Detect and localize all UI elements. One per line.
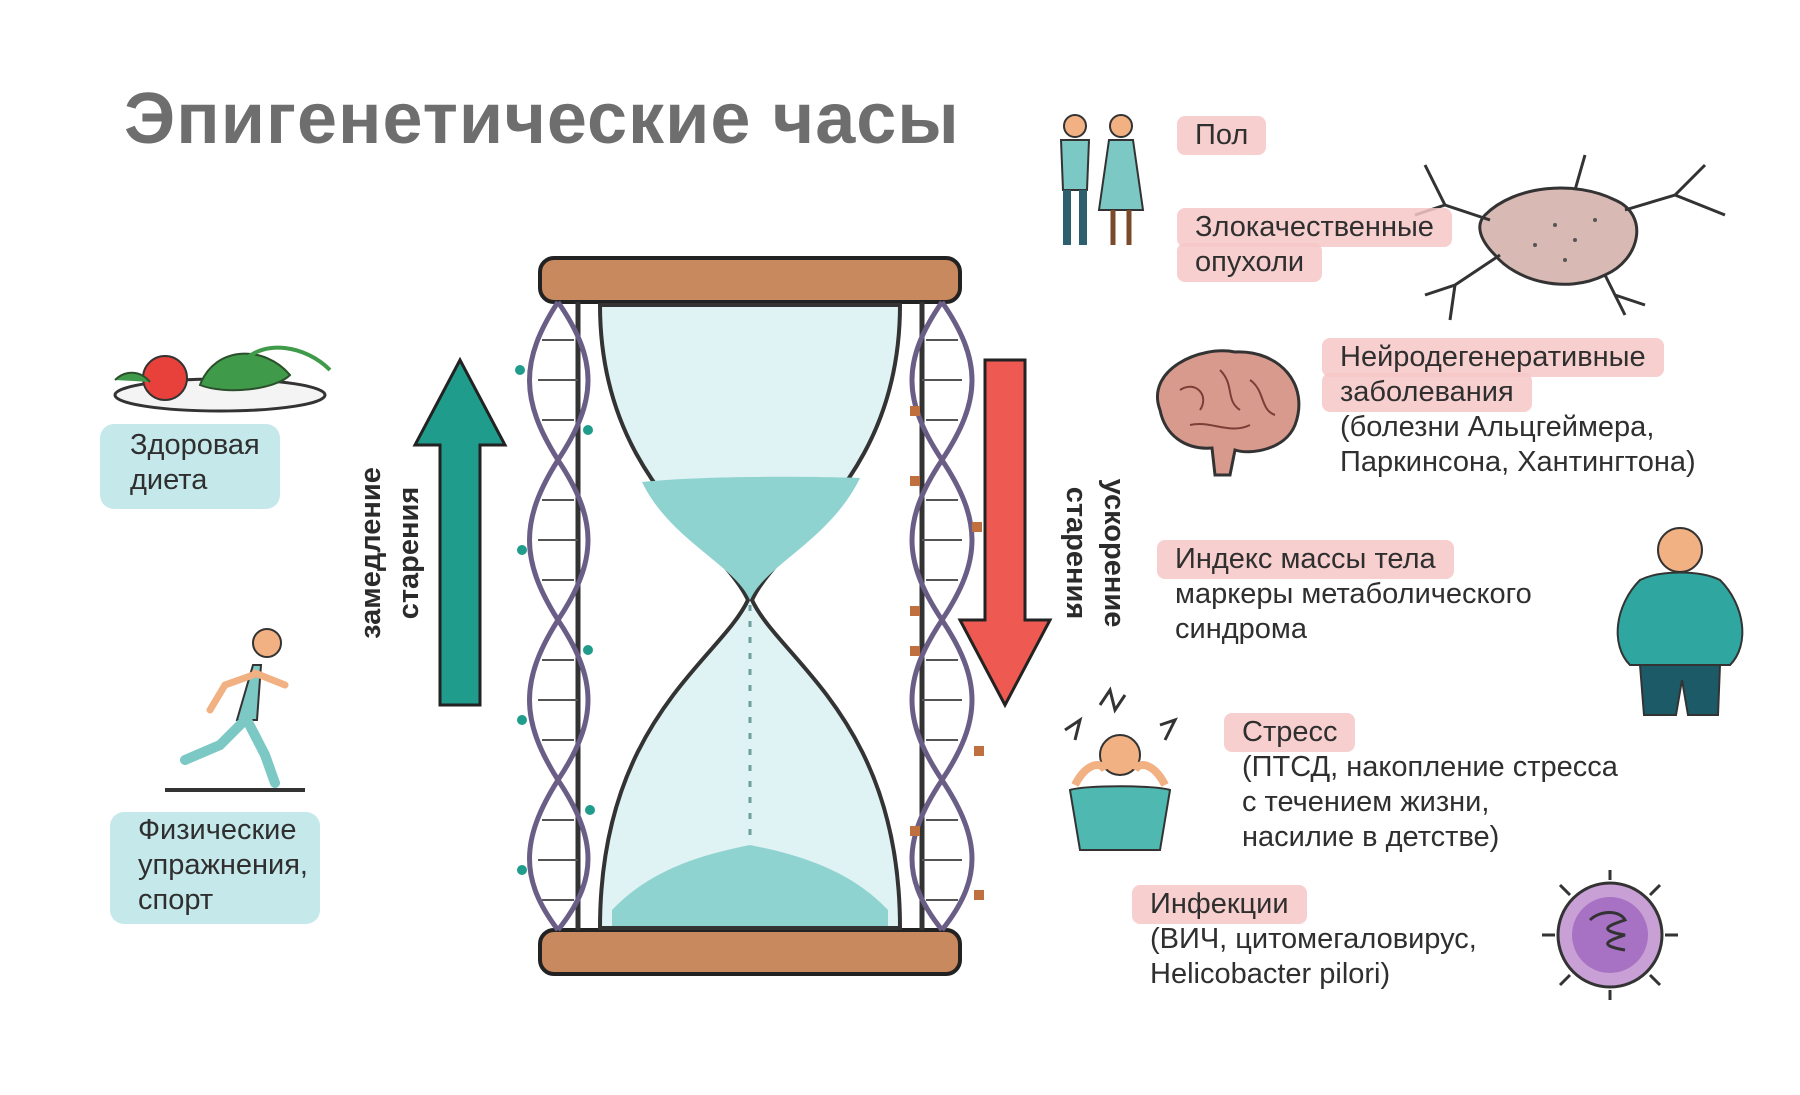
cancer-cell-icon [1414, 154, 1726, 321]
stressed-person-icon [1064, 686, 1178, 851]
couple-icon [1059, 114, 1145, 245]
sex-label: Пол [1176, 116, 1267, 155]
vegetable-plate-icon [113, 345, 332, 413]
overweight-person-icon [1616, 527, 1744, 716]
tumor-label: Злокачественные опухоли [1176, 208, 1452, 282]
neuro-label: Нейродегенеративные заболевания (болезни… [1322, 338, 1696, 478]
healthy-diet-label: Здоровая диета [130, 429, 260, 496]
exercise-label: Физические упражнения, спорт [138, 814, 308, 916]
running-person-icon [165, 628, 305, 792]
infection-label: Инфекции (ВИЧ, цитомегаловирус, Helicoba… [1132, 885, 1477, 990]
hourglass-icon [515, 256, 984, 976]
accelerating-label: ускорение старения [1060, 478, 1130, 628]
slowing-arrow [412, 356, 508, 707]
virus-icon [1542, 870, 1678, 1000]
bmi-label: Индекс массы тела маркеры метаболическог… [1157, 540, 1532, 645]
stress-label: Стресс (ПТСД, накопление стресса с течен… [1223, 713, 1618, 853]
accelerating-arrow [957, 358, 1053, 709]
brain-icon [1156, 349, 1301, 477]
slowing-label: замедление старения [355, 467, 425, 639]
page-title: Эпигенетические часы [124, 79, 960, 159]
